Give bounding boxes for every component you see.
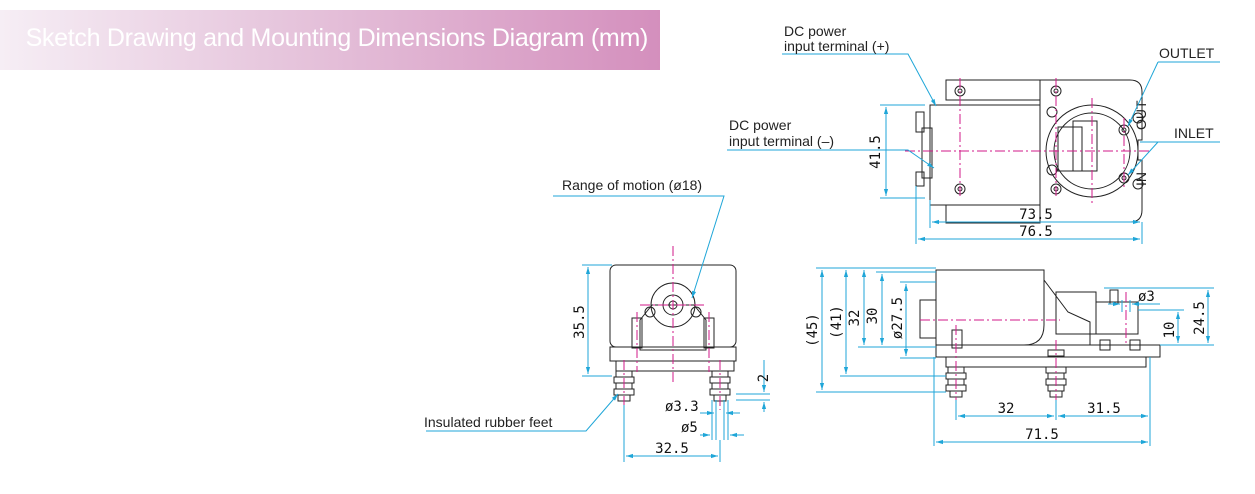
dim-31-5: 31.5 [1087, 401, 1121, 417]
dim-24-5: 24.5 [1192, 301, 1208, 335]
dim-hole-5: ø5 [681, 420, 698, 436]
top-screw-heads [954, 85, 1144, 195]
dim-dia-27-5: ø27.5 [890, 297, 906, 339]
dim-76-5: 76.5 [1019, 224, 1053, 240]
dim-41-5: 41.5 [868, 135, 884, 169]
front-rubber-feet [613, 370, 731, 402]
front-view: 35.5 2 ø3.3 ø5 32.5 [426, 195, 772, 462]
port-in-label: IN [1133, 172, 1149, 186]
dim-nozzle-3: ø3 [1138, 289, 1155, 305]
dc-minus-label: DC power input terminal (–) [729, 117, 834, 149]
top-motor-body [929, 104, 1041, 206]
top-view: OUT IN 41.5 73.5 76.5 [727, 53, 1220, 244]
port-out-label: OUT [1133, 100, 1149, 130]
dim-71-5: 71.5 [1025, 427, 1059, 443]
dim-30: 30 [865, 308, 881, 325]
dim-73-5: 73.5 [1019, 207, 1053, 223]
dim-10: 10 [1162, 322, 1178, 339]
range-of-motion-label: Range of motion (ø18) [562, 177, 702, 193]
dim-hole-3-3: ø3.3 [665, 399, 699, 415]
dim-41: (41) [829, 305, 845, 339]
page-title: Sketch Drawing and Mounting Dimensions D… [25, 24, 649, 52]
dim-35-5: 35.5 [572, 305, 588, 339]
dc-plus-label: DC power input terminal (+) [784, 23, 889, 54]
outlet-label: OUTLET [1159, 45, 1215, 61]
inlet-label: INLET [1174, 125, 1214, 141]
dim-32-5: 32.5 [655, 441, 689, 457]
rubber-feet-label: Insulated rubber feet [424, 414, 553, 430]
dim-2: 2 [756, 374, 772, 382]
dim-32: 32 [847, 310, 863, 327]
title-banner: Sketch Drawing and Mounting Dimensions D… [0, 10, 660, 70]
dim-45: (45) [805, 313, 821, 347]
dim-side-32: 32 [998, 401, 1015, 417]
side-view: (45) (41) 32 30 ø27.5 ø3 10 24.5 32 [805, 267, 1214, 446]
